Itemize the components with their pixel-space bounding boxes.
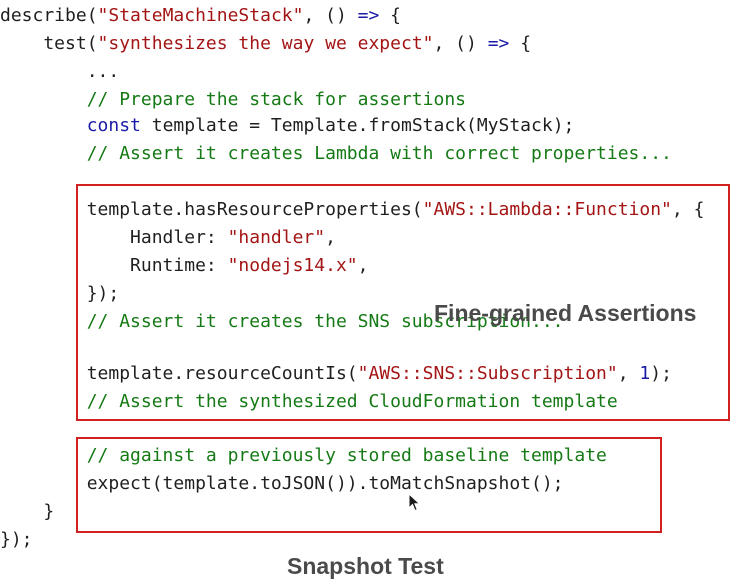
code-token-plain: , { bbox=[671, 199, 705, 220]
code-line: }); bbox=[0, 282, 120, 306]
code-token-plain: describe( bbox=[0, 5, 98, 26]
code-token-plain: Handler: bbox=[0, 227, 228, 248]
code-line: Handler: "handler", bbox=[0, 226, 336, 250]
code-token-string: "nodejs14.x" bbox=[227, 255, 358, 276]
code-token-string: "StateMachineStack" bbox=[97, 5, 304, 26]
code-token-plain: , () bbox=[303, 5, 358, 26]
code-token-string: "handler" bbox=[227, 227, 326, 248]
code-token-plain: test( bbox=[0, 33, 98, 54]
code-token-plain: , bbox=[357, 255, 369, 276]
code-token-plain: ... bbox=[0, 61, 120, 82]
code-line: describe("StateMachineStack", () => { bbox=[0, 4, 401, 28]
code-token-plain: expect(template.toJSON()).toMatchSnapsho… bbox=[0, 473, 564, 494]
code-token-string: "AWS::Lambda::Function" bbox=[422, 199, 672, 220]
code-line: // Prepare the stack for assertions bbox=[0, 88, 466, 112]
code-line: const template = Template.fromStack(MySt… bbox=[0, 114, 575, 138]
code-line: ... bbox=[0, 60, 120, 84]
code-line: expect(template.toJSON()).toMatchSnapsho… bbox=[0, 472, 564, 496]
code-token-comment: // Prepare the stack for assertions bbox=[0, 89, 466, 110]
fine-grained-assertions-caption: Fine-grained Assertions bbox=[434, 300, 697, 326]
code-token-plain: , bbox=[617, 363, 640, 384]
code-token-comment: // Assert the synthesized CloudFormation… bbox=[0, 391, 618, 412]
code-token-plain: { bbox=[509, 33, 532, 54]
code-token-plain: { bbox=[379, 5, 402, 26]
fine-grained-assertions-box bbox=[76, 184, 730, 421]
code-token-plain: } bbox=[0, 501, 55, 522]
code-token-plain: template = Template.fromStack(MyStack); bbox=[140, 115, 575, 136]
code-token-keyword: => bbox=[487, 33, 510, 54]
code-line: template.resourceCountIs("AWS::SNS::Subs… bbox=[0, 362, 672, 386]
code-line: // against a previously stored baseline … bbox=[0, 444, 607, 468]
code-token-plain: ); bbox=[650, 363, 672, 384]
code-line: test("synthesizes the way we expect", ()… bbox=[0, 32, 531, 56]
mouse-pointer-icon bbox=[408, 493, 421, 512]
code-line: } bbox=[0, 500, 54, 524]
code-token-plain: , bbox=[325, 227, 336, 248]
code-token-plain: }); bbox=[0, 283, 120, 304]
code-token-plain: template.hasResourceProperties( bbox=[0, 199, 423, 220]
code-line: // Assert it creates Lambda with correct… bbox=[0, 142, 672, 166]
code-token-string: "synthesizes the way we expect" bbox=[97, 33, 434, 54]
code-token-comment: // Assert it creates Lambda with correct… bbox=[0, 143, 672, 164]
code-token-plain: , () bbox=[433, 33, 488, 54]
code-token-comment: // Assert it creates the SNS subscriptio… bbox=[0, 311, 564, 332]
code-line: // Assert the synthesized CloudFormation… bbox=[0, 390, 618, 414]
code-token-keyword: const bbox=[86, 115, 141, 136]
snapshot-test-caption: Snapshot Test bbox=[287, 553, 444, 579]
snapshot-test-box bbox=[76, 437, 662, 533]
code-line: template.hasResourceProperties("AWS::Lam… bbox=[0, 198, 705, 222]
code-token-keyword: => bbox=[357, 5, 380, 26]
code-line: // Assert it creates the SNS subscriptio… bbox=[0, 310, 564, 334]
code-token-number: 1 bbox=[639, 363, 651, 384]
code-token-comment: // against a previously stored baseline … bbox=[0, 445, 607, 466]
code-token-plain bbox=[0, 115, 87, 136]
code-token-plain: }); bbox=[0, 529, 33, 550]
code-token-plain: Runtime: bbox=[0, 255, 228, 276]
code-token-plain: template.resourceCountIs( bbox=[0, 363, 358, 384]
code-token-string: "AWS::SNS::Subscription" bbox=[357, 363, 618, 384]
code-line: }); bbox=[0, 528, 33, 552]
code-line: Runtime: "nodejs14.x", bbox=[0, 254, 368, 278]
